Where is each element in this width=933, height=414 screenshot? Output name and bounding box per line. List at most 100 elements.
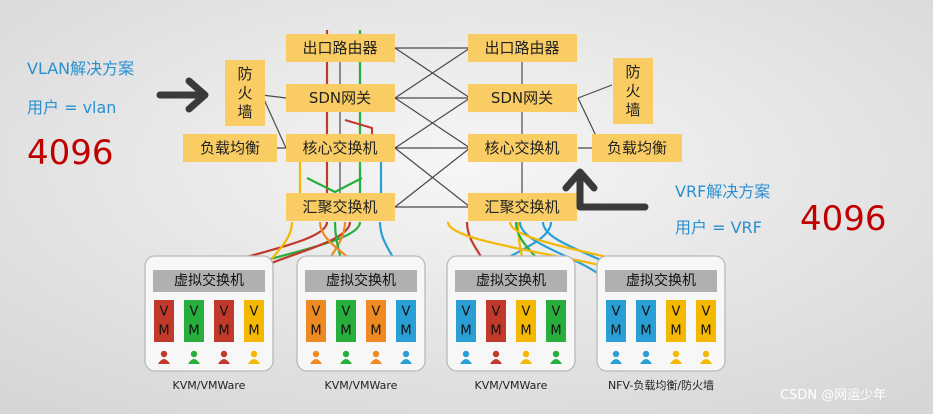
right-core-box (468, 134, 577, 162)
left-sdn-box (286, 84, 395, 112)
vm-block (546, 300, 566, 342)
vm-block (336, 300, 356, 342)
host-footer: KVM/VMWare (173, 379, 246, 392)
user-icon (610, 350, 622, 364)
user-icon (670, 350, 682, 364)
vm-block (306, 300, 326, 342)
watermark: CSDN @网运少年 (780, 388, 886, 403)
user-icon (640, 350, 652, 364)
vswitch-label: 虚拟交换机 (326, 272, 396, 289)
vm-block (396, 300, 416, 342)
host-footer: KVM/VMWare (325, 379, 398, 392)
vm-block (696, 300, 716, 342)
right-column: 出口路由器 SDN网关 核心交换机 汇聚交换机 防火墙 负载均衡 (468, 34, 682, 221)
vlan-solution-title: VLAN解决方案 (27, 59, 134, 78)
vm-block (214, 300, 234, 342)
host-footer: NFV-负载均衡/防火墙 (608, 378, 714, 392)
user-icon (370, 350, 382, 364)
left-lb-box (183, 134, 277, 162)
right-router-label: 出口路由器 (484, 39, 559, 57)
left-arrow-icon (156, 77, 209, 113)
vm-block (486, 300, 506, 342)
right-agg-label: 汇聚交换机 (484, 198, 559, 216)
user-icon (340, 350, 352, 364)
vswitch-bar (605, 270, 717, 292)
user-icon (248, 350, 260, 364)
vm-block (154, 300, 174, 342)
vm-block (366, 300, 386, 342)
right-lb-label: 负载均衡 (607, 139, 667, 157)
vlan-users-label: 用户 = vlan (27, 98, 116, 117)
vrf-users-label: 用户 = VRF (675, 218, 762, 237)
vm-block (666, 300, 686, 342)
right-agg-box (468, 193, 577, 221)
right-lb-box (592, 134, 682, 162)
user-icon (550, 350, 562, 364)
vm-block (244, 300, 264, 342)
vswitch-bar (153, 270, 265, 292)
right-core-label: 核心交换机 (484, 139, 559, 157)
right-sdn-label: SDN网关 (491, 89, 553, 107)
left-agg-label: 汇聚交换机 (302, 198, 377, 216)
tenant-path (306, 177, 363, 194)
user-icon (400, 350, 412, 364)
left-router-label: 出口路由器 (302, 39, 377, 57)
vm-block (516, 300, 536, 342)
vrf-count: 4096 (800, 199, 887, 239)
vswitch-label: 虚拟交换机 (174, 272, 244, 289)
left-router-box (286, 34, 395, 62)
user-icon (218, 350, 230, 364)
vm-block (636, 300, 656, 342)
vm-block (184, 300, 204, 342)
left-lb-label: 负载均衡 (200, 139, 260, 157)
left-agg-box (286, 193, 395, 221)
host-footer: KVM/VMWare (475, 379, 548, 392)
vswitch-bar (305, 270, 417, 292)
right-firewall-box (613, 58, 653, 124)
user-icon (188, 350, 200, 364)
left-sdn-label: SDN网关 (309, 89, 371, 107)
vswitch-bar (455, 270, 567, 292)
vrf-solution-title: VRF解决方案 (675, 182, 770, 201)
left-core-label: 核心交换机 (302, 139, 377, 157)
right-firewall-label: 防火墙 (625, 63, 640, 119)
vm-block (456, 300, 476, 342)
left-firewall-box (225, 60, 265, 126)
user-icon (700, 350, 712, 364)
left-firewall-label: 防火墙 (237, 65, 252, 121)
user-icon (520, 350, 532, 364)
vm-block (606, 300, 626, 342)
vswitch-label: 虚拟交换机 (476, 272, 546, 289)
right-up-arrow-icon (562, 168, 649, 211)
